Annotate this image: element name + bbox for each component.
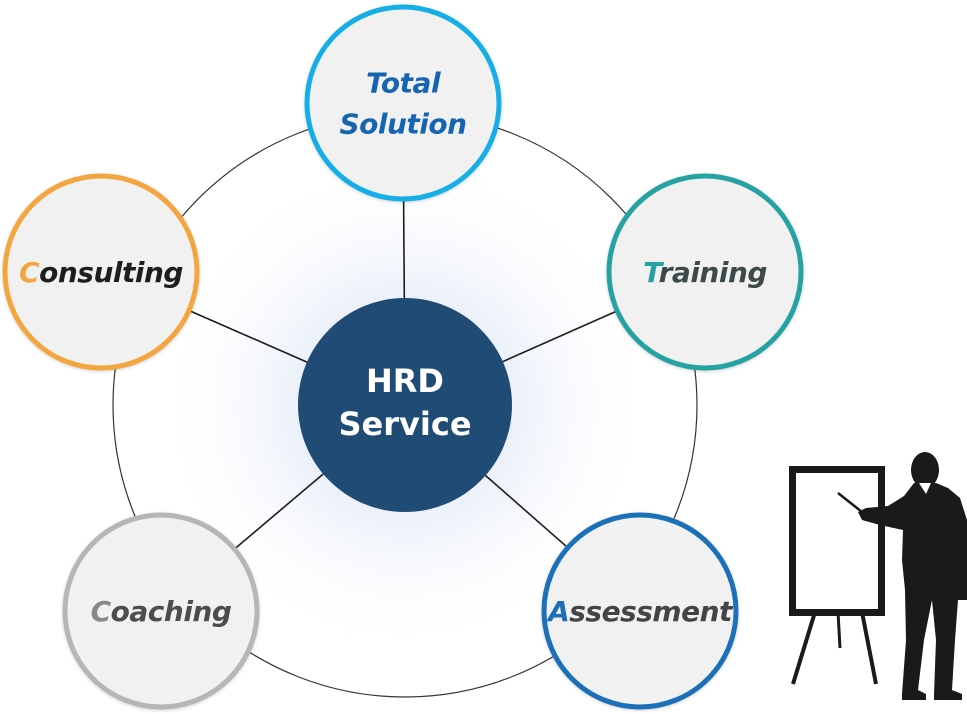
node-circle-consulting: [2, 173, 200, 371]
node-circle-coaching: [62, 512, 260, 710]
center-hub: HRD Service: [298, 298, 512, 512]
node-label-total-solution-line1: Total: [366, 67, 441, 100]
node-label-consulting: Consulting: [19, 256, 183, 289]
center-circle: [298, 298, 512, 512]
node-circle-assessment: [541, 512, 739, 710]
node-label-training: Training: [643, 256, 767, 289]
connector-total-solution: [402, 198, 406, 299]
presenter-head: [911, 452, 939, 488]
node-training: Training: [606, 173, 804, 371]
center-label-line2: Service: [338, 405, 471, 443]
node-label-assessment: Assessment: [546, 595, 734, 628]
node-circle-total-solution: [304, 4, 502, 202]
node-label-total-solution-line2: Solution: [339, 108, 466, 141]
flipchart-board-paper: [796, 473, 878, 609]
node-label-coaching: Coaching: [91, 595, 232, 628]
connector-consulting: [188, 309, 308, 363]
easel-leg-left: [791, 611, 817, 685]
connectors: [188, 198, 618, 550]
easel-leg-right: [860, 611, 878, 685]
node-circle-training: [606, 173, 804, 371]
node-coaching: Coaching: [62, 512, 260, 710]
easel-leg-center: [836, 611, 842, 649]
node-assessment: Assessment: [541, 512, 739, 710]
pointer-stick: [837, 492, 863, 513]
connector-training: [502, 310, 618, 363]
connector-coaching: [233, 473, 324, 550]
connector-assessment: [484, 474, 569, 549]
center-label-line1: HRD: [366, 362, 444, 400]
presenter-collar: [919, 483, 931, 494]
presenter-body: [858, 483, 967, 700]
presenter-at-flipchart-icon: [789, 452, 967, 700]
node-consulting: Consulting: [2, 173, 200, 371]
